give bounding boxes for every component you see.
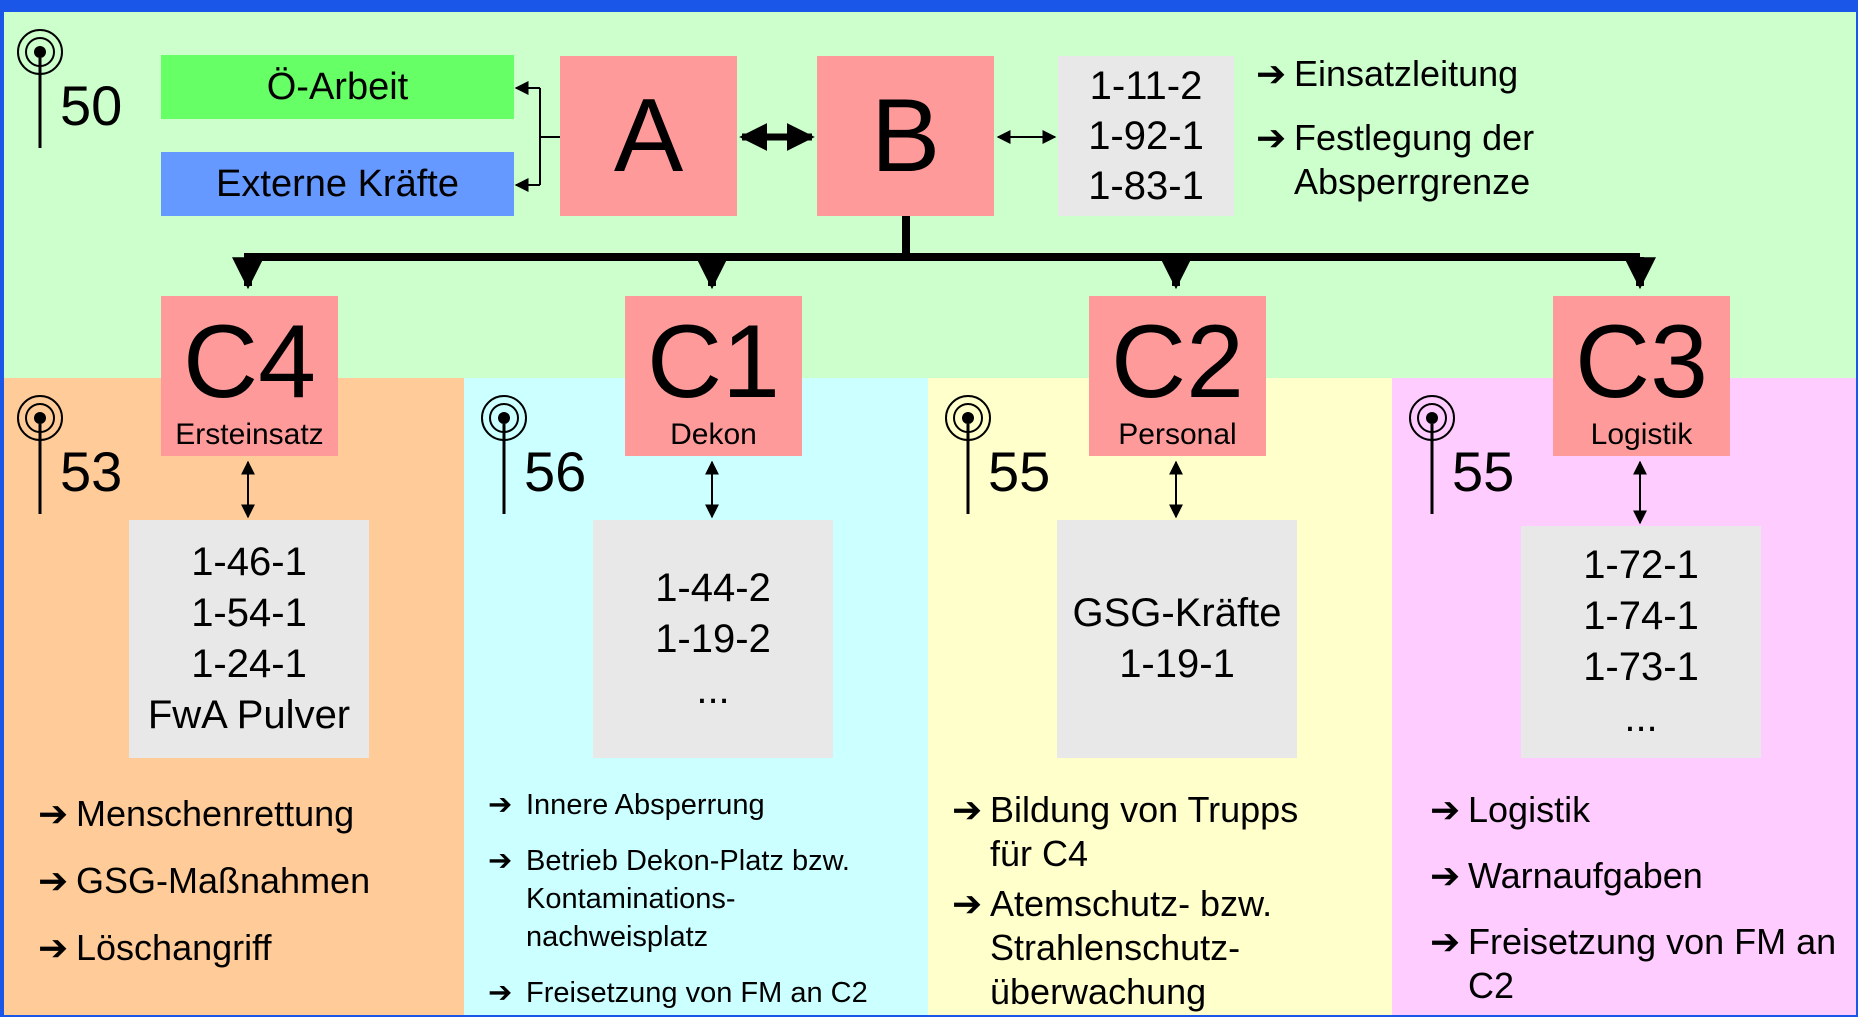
role-label: Logistik (1590, 418, 1693, 451)
arrow-right-icon: ➔ (38, 860, 69, 901)
radio-antenna-icon (1409, 395, 1455, 514)
role-c4: C4 Ersteinsatz (161, 296, 338, 456)
externe-kraefte-box: Externe Kräfte (161, 152, 514, 216)
role-c2: C2 Personal (1089, 296, 1266, 456)
unit-item: GSG-Kräfte (1072, 591, 1282, 635)
task-item: ➔Atemschutz- bzw. Strahlenschutz-überwac… (952, 883, 1273, 1012)
unit-item: 1-83-1 (1088, 164, 1204, 208)
oe-arbeit-box: Ö-Arbeit (161, 55, 514, 119)
a-bracket (514, 81, 560, 192)
c2-units-box: GSG-Kräfte 1-19-1 (1057, 520, 1297, 758)
task-item: ➔Warnaufgaben (1430, 855, 1703, 896)
arrow-right-icon: ➔ (952, 883, 983, 924)
task-item: ➔Festlegung der Absperrgrenze (1256, 117, 1535, 202)
c2-tasks: ➔Bildung von Trupps für C4 ➔Atemschutz- … (952, 788, 1352, 1014)
unit-item: 1-11-2 (1089, 64, 1203, 108)
task-item: ➔Bildung von Trupps für C4 (952, 789, 1299, 874)
role-code: C2 (1111, 304, 1244, 420)
arrow-right-icon: ➔ (488, 845, 513, 877)
arrow-right-icon: ➔ (1430, 921, 1461, 962)
radio-antenna-icon (945, 395, 991, 514)
radio-channel-c4: 53 (14, 392, 134, 532)
unit-item: 1-92-1 (1088, 114, 1204, 158)
radio-channel-top: 50 (14, 26, 134, 166)
arrow-right-icon: ➔ (1256, 53, 1287, 94)
unit-item: 1-19-1 (1119, 642, 1235, 686)
c4-units-box: 1-46-1 1-54-1 1-24-1 FwA Pulver (129, 520, 369, 758)
radio-antenna-icon (481, 395, 527, 514)
arrow-right-icon: ➔ (38, 927, 69, 968)
task-item: ➔Löschangriff (38, 927, 272, 968)
role-label: Personal (1118, 418, 1237, 451)
unit-item: ... (696, 667, 730, 712)
channel-number: 53 (60, 440, 123, 503)
unit-item: 1-73-1 (1583, 645, 1699, 689)
arrow-right-icon: ➔ (1430, 855, 1461, 896)
c4-tasks: ➔Menschenrettung ➔GSG-Maßnahmen ➔Löschan… (38, 792, 448, 970)
role-label: Dekon (670, 418, 757, 451)
channel-number: 56 (524, 440, 587, 503)
unit-item: 1-24-1 (191, 642, 307, 686)
task-item: ➔Einsatzleitung (1256, 53, 1519, 94)
task-item: ➔Freisetzung von FM an C2 (1430, 921, 1837, 1006)
unit-item: 1-46-1 (191, 540, 307, 584)
arrow-right-icon: ➔ (952, 789, 983, 830)
channel-number: 55 (988, 440, 1051, 503)
radio-channel-c3: 55 (1406, 392, 1526, 532)
task-item: ➔Menschenrettung (38, 793, 355, 834)
role-a: A (560, 56, 737, 216)
c1-tasks: ➔Innere Absperrung ➔Betrieb Dekon-Platz … (488, 786, 928, 1012)
role-code: C1 (647, 304, 780, 420)
unit-item: FwA Pulver (147, 693, 351, 737)
unit-item: 1-19-2 (655, 616, 771, 661)
task-item: ➔GSG-Maßnahmen (38, 860, 371, 901)
task-item: ➔Innere Absperrung (488, 786, 928, 824)
arrow-right-icon: ➔ (1256, 117, 1287, 158)
task-item: ➔Betrieb Dekon-Platz bzw. Kontaminations… (488, 842, 928, 956)
arrow-right-icon: ➔ (488, 977, 513, 1009)
arrow-right-icon: ➔ (1430, 789, 1461, 830)
arrow-right-icon: ➔ (38, 793, 69, 834)
unit-item: ... (1624, 696, 1658, 740)
c3-units-box: 1-72-1 1-74-1 1-73-1 ... (1521, 526, 1761, 758)
top-tasks: ➔Einsatzleitung ➔Festlegung der Absperrg… (1256, 52, 1616, 204)
unit-item: 1-74-1 (1583, 594, 1699, 638)
channel-number: 50 (60, 74, 123, 137)
c3-tasks: ➔Logistik ➔Warnaufgaben ➔Freisetzung von… (1430, 788, 1850, 1008)
radio-antenna-icon (17, 29, 63, 148)
channel-number: 55 (1452, 440, 1515, 503)
role-code: C4 (183, 304, 316, 420)
arrow-right-icon: ➔ (488, 789, 513, 821)
role-code: C3 (1575, 304, 1708, 420)
unit-item: 1-72-1 (1583, 543, 1699, 587)
role-label: Ersteinsatz (175, 418, 324, 451)
task-item: ➔Logistik (1430, 789, 1591, 830)
radio-channel-c2: 55 (942, 392, 1062, 532)
role-b: B (817, 56, 994, 216)
task-item: ➔Freisetzung von FM an C2 (488, 974, 928, 1012)
role-c1: C1 Dekon (625, 296, 802, 456)
c1-units-box: 1-44-2 1-19-2 ... (593, 520, 833, 758)
tree-lines (232, 214, 1656, 290)
top-units-box: 1-11-2 1-92-1 1-83-1 (1058, 56, 1234, 216)
radio-antenna-icon (17, 395, 63, 514)
role-c3: C3 Logistik (1553, 296, 1730, 456)
unit-item: 1-44-2 (655, 565, 771, 610)
radio-channel-c1: 56 (478, 392, 598, 532)
unit-item: 1-54-1 (191, 591, 307, 635)
